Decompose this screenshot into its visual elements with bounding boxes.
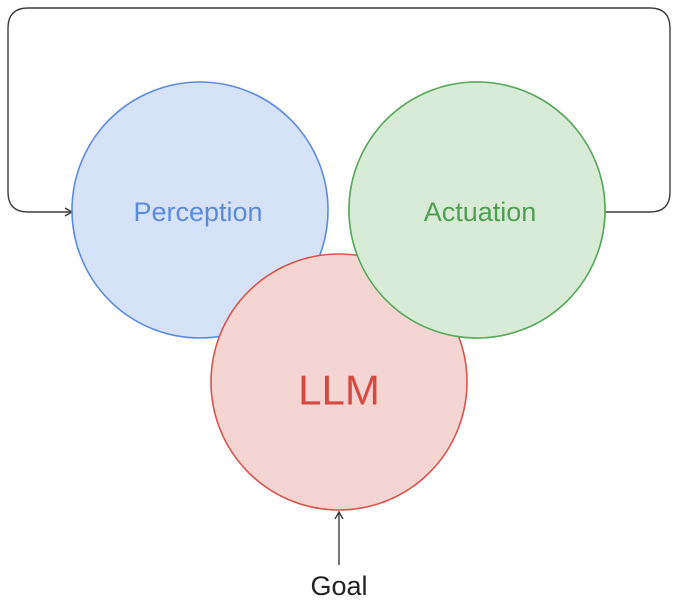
actuation-circle-overlay (348, 81, 606, 339)
llm-label: LLM (298, 367, 380, 414)
llm-node: LLM (210, 253, 468, 511)
goal-label: Goal (310, 571, 367, 601)
perception-node: Perception (71, 81, 329, 339)
perception-label: Perception (133, 197, 262, 227)
perception-circle (71, 81, 329, 339)
actuation-label-overlay: Actuation (424, 197, 537, 227)
feedback-loop-arrow (7, 7, 671, 217)
llm-circle (210, 253, 468, 511)
actuation-overlay: Actuation (348, 81, 606, 339)
